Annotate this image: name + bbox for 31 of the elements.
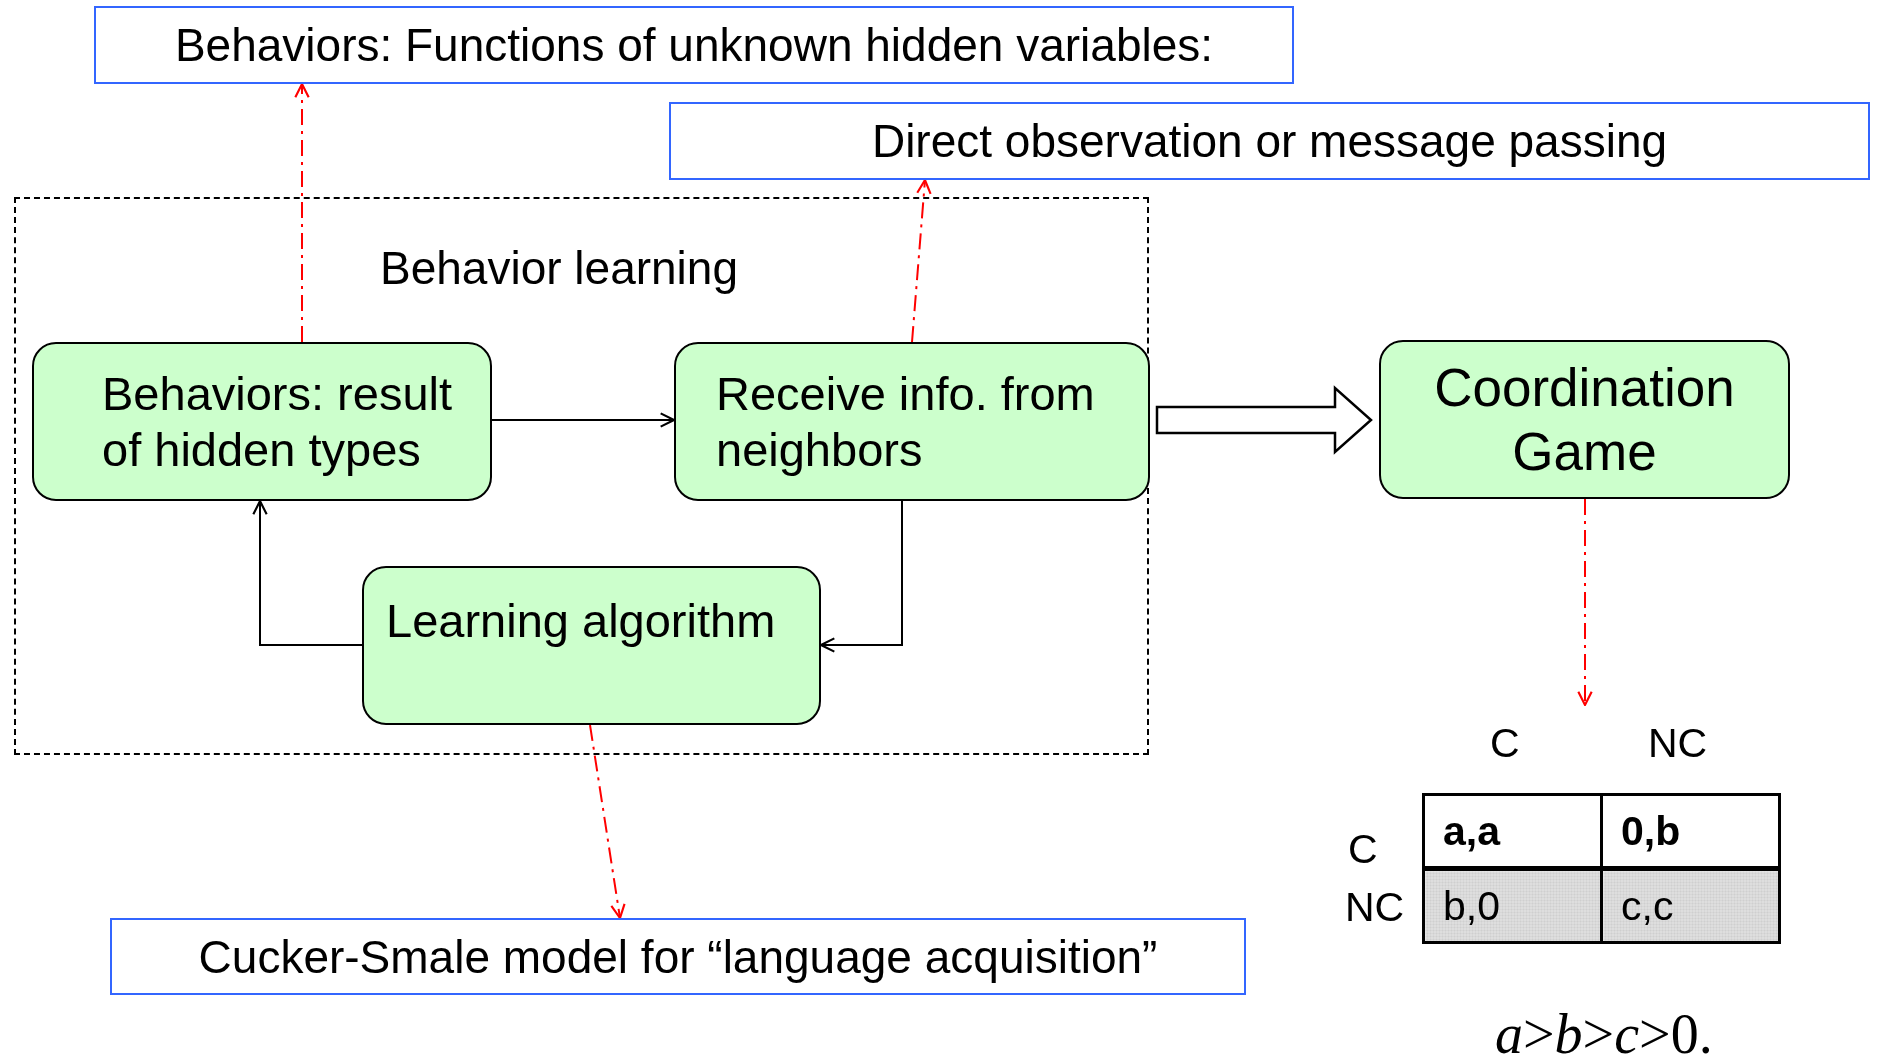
process-box xyxy=(1379,340,1790,499)
arrow xyxy=(911,178,932,343)
strategy-label: C xyxy=(1490,720,1520,767)
box-label: Coordination Game xyxy=(1433,357,1736,483)
box-label: Direct observation or message passing xyxy=(871,114,1668,168)
table-cell: b,0 xyxy=(1423,868,1602,943)
box-label: Receive info. from neighbors xyxy=(716,366,1096,479)
strategy-label: NC xyxy=(1648,720,1708,767)
arrow xyxy=(491,412,676,428)
group-title: Behavior learning xyxy=(380,241,738,295)
note-box xyxy=(94,6,1294,84)
block-arrow xyxy=(1155,385,1373,455)
box-label: Behaviors: result of hidden types xyxy=(102,366,454,479)
process-box xyxy=(362,566,821,725)
box-label: Learning algorithm xyxy=(386,593,777,649)
inequality-formula: a>b>c>0. xyxy=(1495,1002,1713,1060)
strategy-label: NC xyxy=(1345,884,1405,931)
strategy-label: C xyxy=(1348,826,1378,873)
arrow xyxy=(589,724,626,920)
process-box xyxy=(32,342,492,501)
arrow xyxy=(1577,498,1593,707)
group-frame xyxy=(14,197,1149,755)
arrow xyxy=(252,499,363,646)
arrow xyxy=(819,500,903,653)
note-box xyxy=(110,918,1246,995)
table-cell: c,c xyxy=(1601,868,1780,943)
box-label: Cucker-Smale model for “language acquisition” xyxy=(198,929,1158,984)
box-label: Behaviors: Functions of unknown hidden variables: xyxy=(174,18,1214,72)
process-box xyxy=(674,342,1150,501)
arrow xyxy=(294,82,310,343)
note-box xyxy=(669,102,1870,180)
